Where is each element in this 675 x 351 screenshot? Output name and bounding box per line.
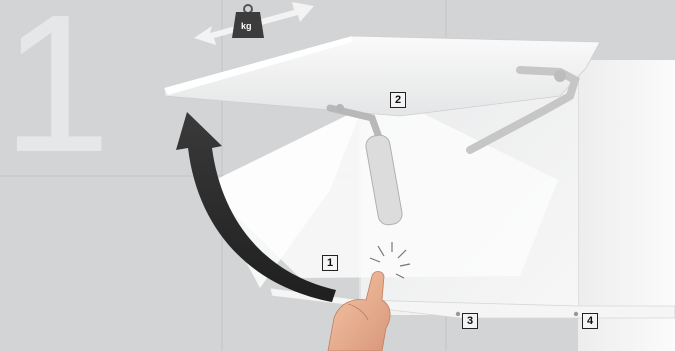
- callout-3: 3: [462, 313, 478, 329]
- callout-1: 1: [322, 255, 338, 271]
- weight-label: kg: [241, 21, 252, 31]
- callout-2: 2: [390, 92, 406, 108]
- callout-4: 4: [582, 313, 598, 329]
